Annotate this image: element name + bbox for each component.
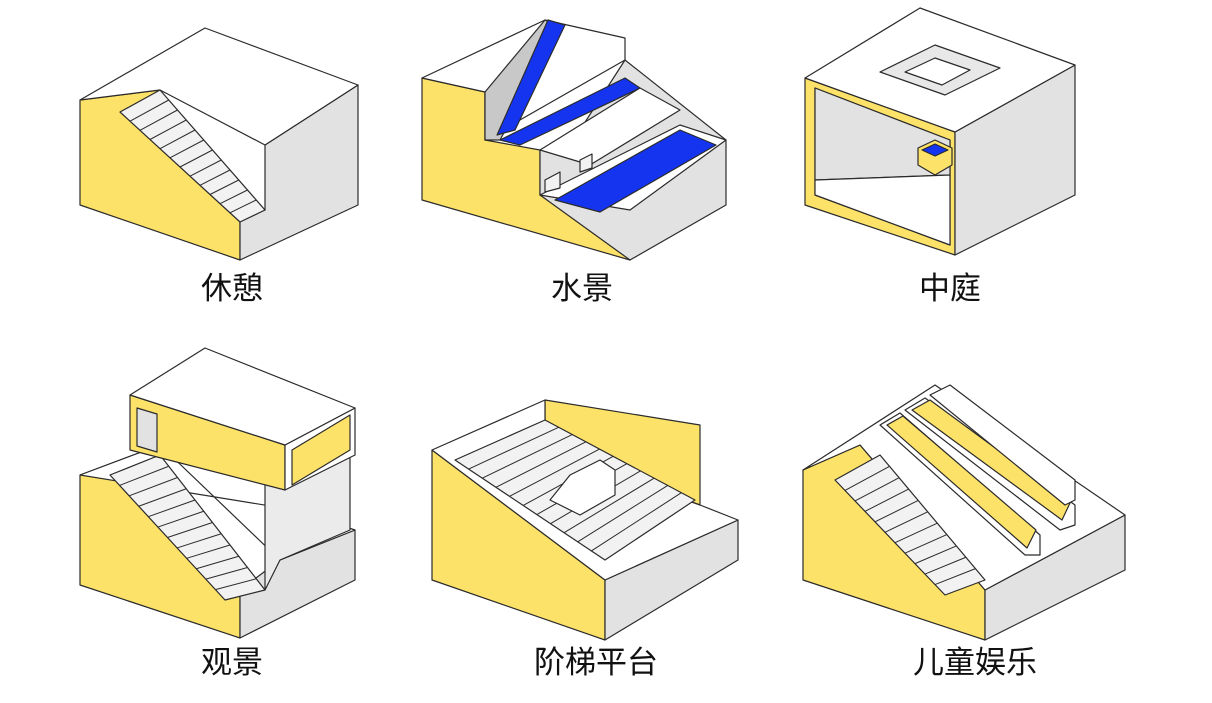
water-feature-icon	[422, 20, 726, 260]
deck-box-window	[137, 408, 157, 452]
slide-playground-icon	[803, 385, 1125, 640]
label-kids-play: 儿童娱乐	[855, 645, 1095, 681]
stair-block-icon	[80, 28, 358, 260]
courtyard-icon	[805, 8, 1075, 255]
label-water-feature: 水景	[462, 271, 702, 307]
viewing-deck-icon	[80, 348, 355, 638]
label-terrace: 阶梯平台	[476, 645, 716, 681]
terrace-steps-icon	[432, 400, 738, 640]
label-rest: 休憩	[112, 271, 352, 307]
label-courtyard: 中庭	[830, 271, 1070, 307]
label-viewing: 观景	[112, 645, 352, 681]
